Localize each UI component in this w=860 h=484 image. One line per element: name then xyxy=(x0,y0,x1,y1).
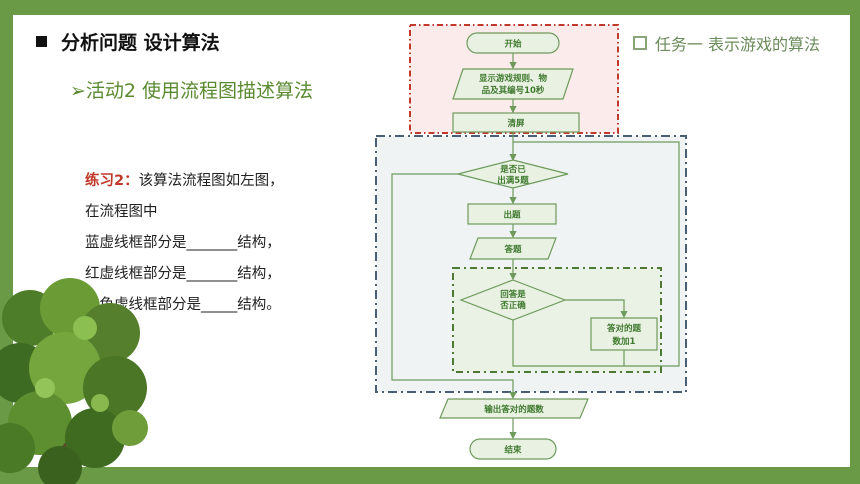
exercise-line-4: 红虚线框部分是_______结构， xyxy=(85,266,281,282)
exercise-line-2: 在流程图中 xyxy=(85,204,158,220)
exercise-line-1: 练习2：该算法流程图如左图， xyxy=(85,166,284,197)
correct-label-2: 否正确 xyxy=(499,300,526,311)
end-node xyxy=(469,438,557,460)
activity-subheading: ➢活动2 使用流程图描述算法 xyxy=(70,80,314,102)
start-label: 开始 xyxy=(504,39,522,50)
full5-decision-node xyxy=(457,159,569,189)
answer-node xyxy=(469,237,557,260)
start-node xyxy=(466,32,560,54)
heading-text: 分析问题 设计算法 xyxy=(61,32,220,54)
task-title-text: 任务一 表示游戏的算法 xyxy=(654,35,820,54)
connector-exit-output xyxy=(391,173,517,400)
square-outline-icon xyxy=(632,36,647,50)
show-rules-node xyxy=(452,68,574,100)
show-rules-label-1: 显示游戏规则、物 xyxy=(479,73,548,84)
ask-question-node xyxy=(467,203,557,225)
ask-question-label: 出题 xyxy=(503,210,521,221)
add-one-label-1: 答对的题 xyxy=(606,323,642,334)
exercise-line1-text: 该算法流程图如左图， xyxy=(138,173,284,189)
output-label: 输出答对的题数 xyxy=(484,404,544,415)
full5-label-1: 是否已 xyxy=(499,164,526,175)
output-node xyxy=(439,398,589,419)
end-label: 结束 xyxy=(504,445,522,456)
tree-foliage-image xyxy=(0,278,148,484)
exercise-line-3: 蓝虚线框部分是_______结构， xyxy=(85,235,281,251)
show-rules-label-2: 品及其编号10秒 xyxy=(482,85,545,96)
section-heading: 分析问题 设计算法 xyxy=(36,28,220,55)
add-one-label-2: 数加1 xyxy=(613,336,636,347)
correct-decision-node xyxy=(459,279,567,321)
exercise-block: 练习2：该算法流程图如左图， 在流程图中 蓝虚线框部分是_______结构， 红… xyxy=(85,166,284,321)
full5-label-2: 出满5题 xyxy=(497,175,529,186)
loop-back-line xyxy=(512,141,680,367)
exercise-line-5: 橙色虚线框部分是_____结构。 xyxy=(85,297,281,313)
correct-label-1: 回答是 xyxy=(500,289,526,300)
answer-label: 答题 xyxy=(503,244,522,255)
connector-check-add xyxy=(565,299,628,319)
exercise-label: 练习2： xyxy=(85,173,139,189)
add-one-node xyxy=(590,317,658,351)
square-bullet-icon xyxy=(36,36,47,47)
task-title: 任务一 表示游戏的算法 xyxy=(632,31,820,55)
clear-screen-label: 清屏 xyxy=(507,118,525,129)
clear-screen-node xyxy=(452,112,580,133)
